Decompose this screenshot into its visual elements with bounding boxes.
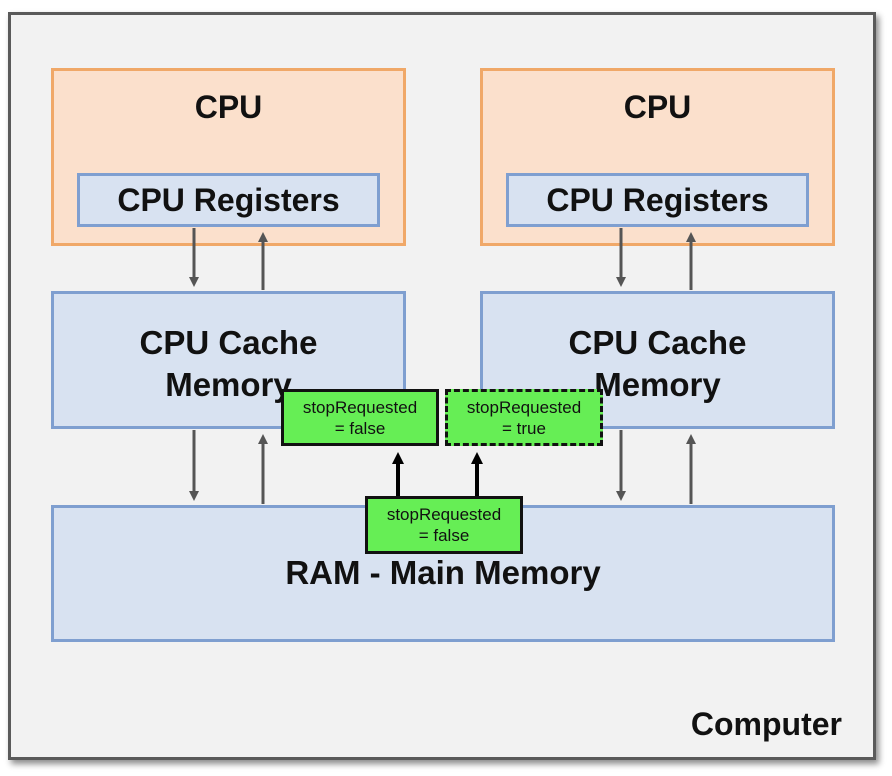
cache-right-title-line2: Memory (594, 366, 721, 403)
ram-title: RAM - Main Memory (285, 554, 601, 591)
stop-requested-cache-right: stopRequested = true (445, 389, 603, 446)
cpu-left-title: CPU (194, 89, 263, 125)
cpu-right-registers: CPU Registers (506, 173, 809, 227)
cpu-right-title: CPU (623, 89, 692, 125)
stop-requested-cache-right-value: = true (502, 418, 546, 438)
cache-left-title-line2: Memory (165, 366, 292, 403)
cpu-left-registers-label: CPU Registers (117, 181, 340, 218)
stop-requested-ram: stopRequested = false (365, 496, 523, 554)
stop-requested-cache-right-name: stopRequested (466, 397, 582, 417)
cache-right-title-line1: CPU Cache (568, 324, 747, 361)
stop-requested-ram-value: = false (418, 526, 470, 545)
stop-requested-cache-left: stopRequested = false (281, 389, 439, 446)
stop-requested-cache-left-name: stopRequested (302, 397, 418, 417)
cpu-right-registers-label: CPU Registers (546, 181, 769, 218)
stop-requested-ram-name: stopRequested (386, 505, 502, 524)
cache-left-title-line1: CPU Cache (139, 324, 318, 361)
cache-left-title: CPU Cache Memory (54, 322, 403, 406)
cache-right-title: CPU Cache Memory (483, 322, 832, 406)
cpu-left-registers: CPU Registers (77, 173, 380, 227)
stop-requested-cache-left-value: = false (334, 418, 386, 438)
computer-label: Computer (690, 706, 842, 742)
